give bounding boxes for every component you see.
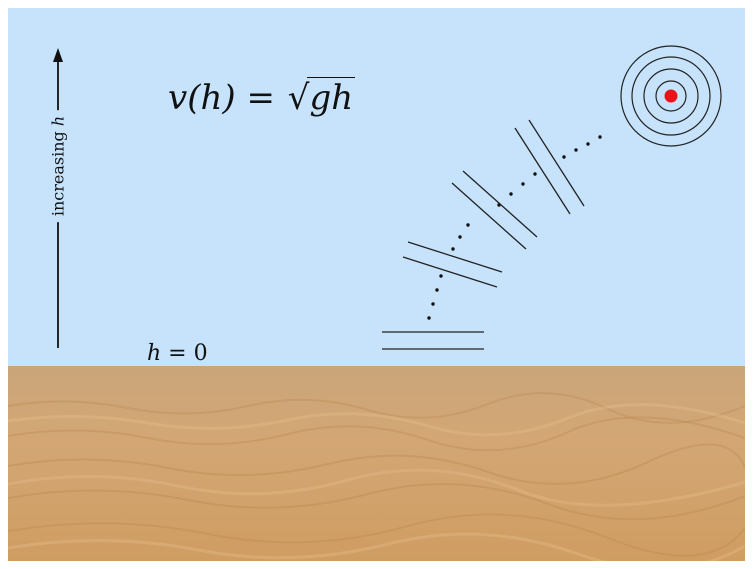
- height-axis-label: increasing h: [48, 109, 68, 223]
- arrow-up-icon: [53, 48, 63, 62]
- sand-ground: [8, 366, 745, 561]
- formula-radicand: gh: [307, 77, 356, 118]
- axis-label-var: h: [48, 115, 68, 127]
- square-root: √gh: [287, 77, 356, 118]
- wavefront-level-3: [451, 170, 538, 250]
- formula-equals: =: [246, 78, 275, 118]
- wave-diagram: [53, 45, 722, 350]
- ground-level-label: h = 0: [147, 341, 208, 366]
- velocity-formula: v(h) = √gh: [168, 77, 356, 118]
- target-rings-icon: [620, 45, 722, 147]
- sky-background: [8, 8, 745, 366]
- radical-sign: √: [287, 78, 310, 118]
- axis-label-text: increasing: [48, 131, 68, 217]
- formula-lhs: v(h): [168, 78, 236, 118]
- ray-path: [427, 135, 602, 320]
- wavefronts: [382, 119, 585, 350]
- ground-label-equals: = 0: [168, 341, 208, 366]
- scene: v(h) = √gh h = 0 increasing h: [8, 8, 745, 561]
- source-dot: [664, 89, 678, 103]
- wavefront-level-4: [514, 119, 585, 215]
- wavefront-level-1: [382, 331, 484, 350]
- wavefront-level-2: [402, 241, 503, 288]
- ground-label-var: h: [147, 341, 162, 366]
